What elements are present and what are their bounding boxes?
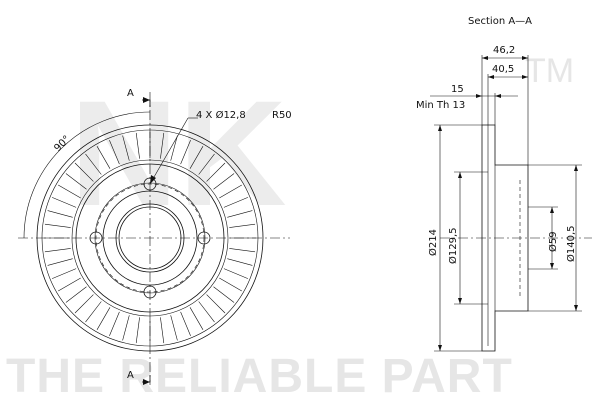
cooling-vane (44, 223, 71, 228)
front-view: 90° A A 4 X Ø12,8 R50 (18, 88, 292, 385)
tagline-watermark: THE RELIABLE PART (6, 350, 513, 400)
cooling-vane (44, 248, 71, 253)
thickness-label: 15 (451, 84, 464, 95)
hole-callout-leader (149, 117, 189, 185)
pcd-label: Ø140,5 (565, 226, 577, 263)
cooling-vane (65, 286, 87, 303)
cooling-vane (65, 173, 87, 190)
cooling-vane (160, 317, 165, 344)
radius-label: R50 (272, 110, 292, 121)
cooling-vane (189, 146, 204, 169)
cooling-vane (223, 197, 249, 208)
cooling-vane (96, 307, 111, 330)
trademark-symbol: TM (525, 52, 574, 90)
cooling-vane (109, 139, 120, 165)
cooling-vane (229, 223, 256, 228)
cooling-vane (170, 315, 178, 341)
cooling-vane (213, 173, 235, 190)
cooling-vane (51, 268, 77, 279)
hole-callout: 4 X Ø12,8 (196, 109, 246, 121)
cooling-vane (227, 258, 253, 266)
cooling-vane (170, 135, 178, 161)
section-letter-top: A (127, 88, 134, 99)
bolt-hole-right (197, 231, 211, 245)
disc-vane-inner (71, 159, 229, 317)
inner-diameter-label: Ø129,5 (447, 228, 459, 265)
center-bore-chamfer (118, 206, 182, 270)
cooling-vane (160, 132, 165, 159)
watermark: NK TM THE RELIABLE PART (6, 52, 574, 400)
cooling-vane (180, 311, 191, 337)
section-letter-bottom: A (127, 370, 134, 381)
cooling-vane (109, 311, 120, 337)
angle-arc (23, 111, 151, 239)
bolt-hole-bottom (143, 285, 157, 299)
hub-outer (102, 190, 198, 286)
cooling-vane (47, 210, 73, 218)
cooling-vane (122, 315, 130, 341)
cooling-vane (229, 248, 256, 253)
cooling-vane (180, 139, 191, 165)
cooling-vane (223, 268, 249, 279)
outer-diameter-label: Ø214 (427, 229, 439, 256)
bore-diameter-label: Ø59 (547, 231, 559, 252)
disc-outer-edge (36, 124, 264, 352)
cooling-vane (74, 162, 94, 182)
cooling-vane (85, 153, 102, 175)
cooling-vane (206, 162, 226, 182)
center-bore (115, 203, 185, 273)
cooling-vanes (44, 132, 256, 344)
cooling-vane (58, 277, 81, 292)
bolt-hole-left (89, 231, 103, 245)
cooling-vane (189, 307, 204, 330)
cooling-vane (122, 135, 130, 161)
nk-logo: NK (70, 69, 287, 237)
cooling-vane (74, 294, 94, 314)
friction-ring-inner-edge (75, 163, 225, 313)
cooling-vane (85, 301, 102, 323)
cooling-vane (213, 286, 235, 303)
cooling-vane (47, 258, 73, 266)
cooling-vane (198, 301, 215, 323)
min-thickness-label: Min Th 13 (416, 100, 465, 111)
cooling-vane (198, 153, 215, 175)
cooling-vane (96, 146, 111, 169)
hub-height-label: 40,5 (492, 64, 514, 75)
cooling-vane (219, 184, 242, 199)
overall-height-label: 46,2 (493, 45, 515, 56)
cooling-vane (227, 210, 253, 218)
section-title: Section A—A (468, 16, 532, 27)
cooling-vane (135, 317, 140, 344)
cooling-vane (51, 197, 77, 208)
cooling-vane (135, 132, 140, 159)
cooling-vane (58, 184, 81, 199)
cooling-vane (206, 294, 226, 314)
cooling-vane (219, 277, 242, 292)
section-view: Section A—A 46,2 40,5 15 Min Th 13 Ø214 (416, 16, 592, 352)
hub-step (94, 182, 206, 294)
bolt-hole-top (143, 177, 157, 191)
disc-vane-outer (41, 129, 259, 347)
